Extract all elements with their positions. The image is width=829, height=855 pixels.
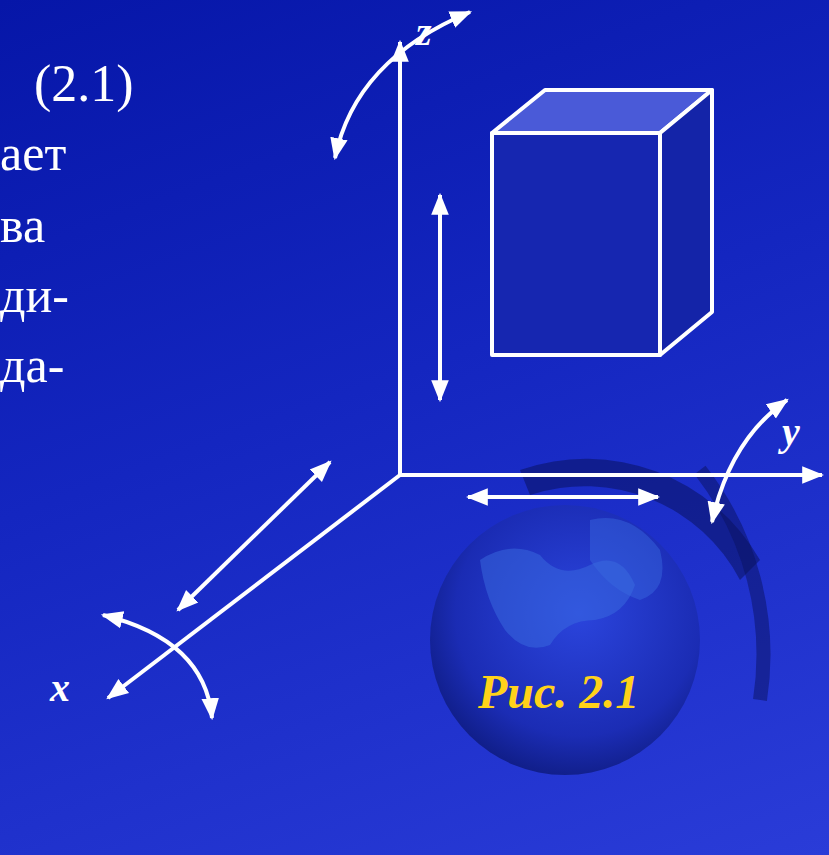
cut-text: ди- bbox=[0, 270, 69, 320]
cut-text: ает bbox=[0, 128, 66, 178]
cut-text: да- bbox=[0, 340, 64, 390]
figure-caption: Рис. 2.1 bbox=[478, 668, 639, 716]
motion-arrows bbox=[103, 12, 787, 718]
axis-label: x bbox=[50, 668, 70, 708]
equation-number: (2.1) bbox=[34, 58, 134, 110]
coordinate-axes bbox=[108, 42, 822, 698]
cut-text: ва bbox=[0, 200, 45, 250]
cube bbox=[492, 90, 712, 355]
axis-label: y bbox=[782, 412, 800, 452]
globe-watermark bbox=[430, 459, 763, 775]
axis-label: z bbox=[416, 12, 432, 52]
